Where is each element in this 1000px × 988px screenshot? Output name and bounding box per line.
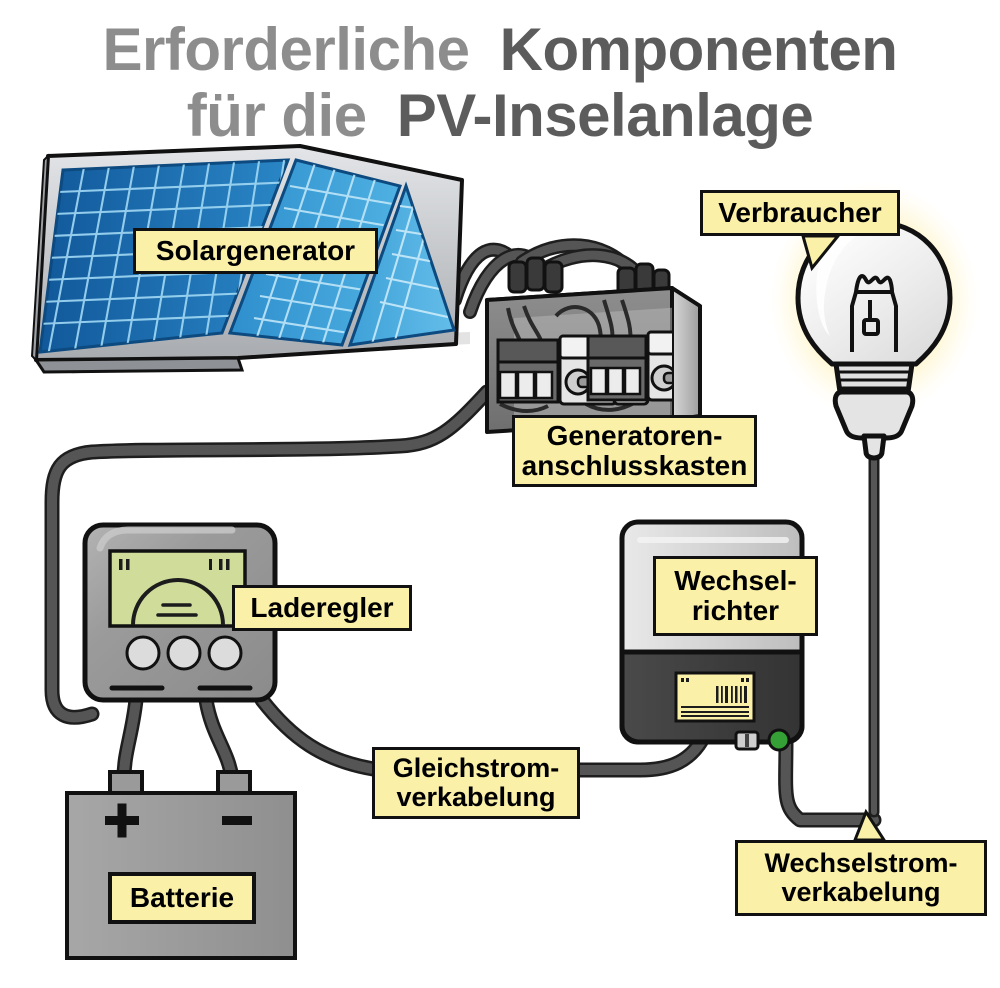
cable-group bbox=[44, 238, 882, 828]
label-gleichstromverkabelung: Gleichstrom- verkabelung bbox=[372, 747, 580, 819]
circuit-breaker bbox=[496, 338, 560, 404]
title-dark-1: Komponenten bbox=[499, 16, 898, 83]
label-solargenerator-text: Solargenerator bbox=[155, 235, 356, 267]
battery bbox=[65, 770, 297, 960]
title-light-1: Erforderliche bbox=[102, 16, 470, 83]
label-inverter-line2: richter bbox=[691, 595, 780, 626]
label-junction-box-line1: Generatoren- bbox=[546, 420, 723, 452]
controller-buttons bbox=[125, 635, 243, 671]
title-light-2: für die bbox=[186, 82, 367, 149]
label-solargenerator: Solargenerator bbox=[133, 228, 378, 274]
inverter-connectors bbox=[734, 728, 791, 752]
label-junction-box-line2: anschlusskasten bbox=[521, 450, 748, 481]
status-led bbox=[767, 728, 791, 752]
page-title-line-2: für die PV-Inselanlage bbox=[0, 84, 1000, 148]
label-wechselstromverkabelung: Wechselstrom- verkabelung bbox=[735, 840, 987, 916]
label-laderegler-text: Laderegler bbox=[250, 592, 394, 624]
barcode-sticker bbox=[674, 671, 756, 723]
label-wechselrichter: Wechsel- richter bbox=[653, 556, 818, 636]
label-batterie-text: Batterie bbox=[129, 882, 235, 914]
label-verbraucher-text: Verbraucher bbox=[718, 197, 882, 229]
label-laderegler: Laderegler bbox=[232, 585, 412, 631]
generator-junction-box bbox=[485, 256, 702, 434]
circuit-breaker-right bbox=[586, 334, 648, 402]
charge-controller bbox=[82, 522, 278, 703]
label-dc-line2: verkabelung bbox=[396, 782, 556, 812]
battery-negative-symbol bbox=[222, 816, 252, 825]
label-ac-line1: Wechselstrom- bbox=[764, 848, 958, 879]
label-inverter-line1: Wechsel- bbox=[674, 565, 797, 597]
label-dc-line1: Gleichstrom- bbox=[392, 753, 560, 784]
title-dark-2: PV-Inselanlage bbox=[396, 82, 814, 149]
label-generatoren-anschlusskasten: Generatoren- anschlusskasten bbox=[512, 415, 757, 487]
battery-positive-symbol bbox=[105, 803, 139, 838]
label-verbraucher: Verbraucher bbox=[700, 190, 900, 236]
label-batterie: Batterie bbox=[108, 872, 256, 924]
page-title-line-1: Erforderliche Komponenten bbox=[0, 18, 1000, 82]
label-ac-line2: verkabelung bbox=[781, 877, 941, 907]
rotary-switch-right bbox=[646, 330, 672, 402]
